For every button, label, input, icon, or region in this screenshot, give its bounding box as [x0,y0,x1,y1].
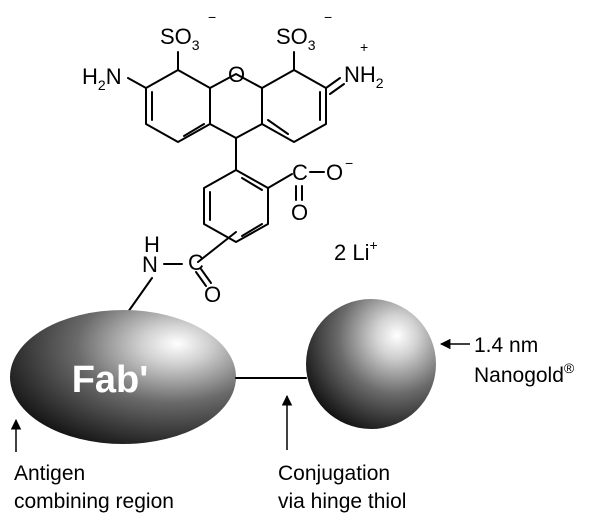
iminium-charge: + [360,39,368,55]
amide-c-label: C [188,250,204,275]
amide-o-label: O [204,282,221,307]
ring-oxygen-label: O [228,62,245,87]
sulfonate-left-charge: − [208,9,216,25]
carboxyl-double-o-label: O [291,200,308,225]
conjugation-label-line1: Conjugation [278,462,390,485]
amide-n-label: N [142,252,158,277]
carboxyl-bond [267,173,293,189]
nanogold-sphere [306,299,436,429]
amide-to-fab-bond [127,277,153,313]
amine-left-label: H2N [82,64,122,93]
sulfonate-left-label: SO3 [160,24,200,53]
carboxyl-charge: − [345,155,353,171]
sulfonate-right-charge: − [324,9,332,25]
carboxyl-c-label: C [292,160,308,185]
amide-ring-bond [197,231,237,263]
antigen-label-line2: combining region [14,490,174,513]
conjugation-label-line2: via hinge thiol [278,490,406,513]
amine-left-bond [127,77,147,89]
counterion-label: 2 Li+ [334,237,378,265]
antigen-label-line1: Antigen [14,462,85,485]
carboxyl-o-label: O [326,160,343,185]
iminium-label: NH2 [344,62,384,91]
nanogold-name-label: Nanogold® [474,360,575,387]
amide-h-label: H [144,232,160,257]
nanogold-size-label: 1.4 nm [474,334,538,357]
fab-ellipsoid [10,310,236,444]
fab-label: Fab' [72,359,149,401]
sulfonate-right-label: SO3 [276,24,316,53]
